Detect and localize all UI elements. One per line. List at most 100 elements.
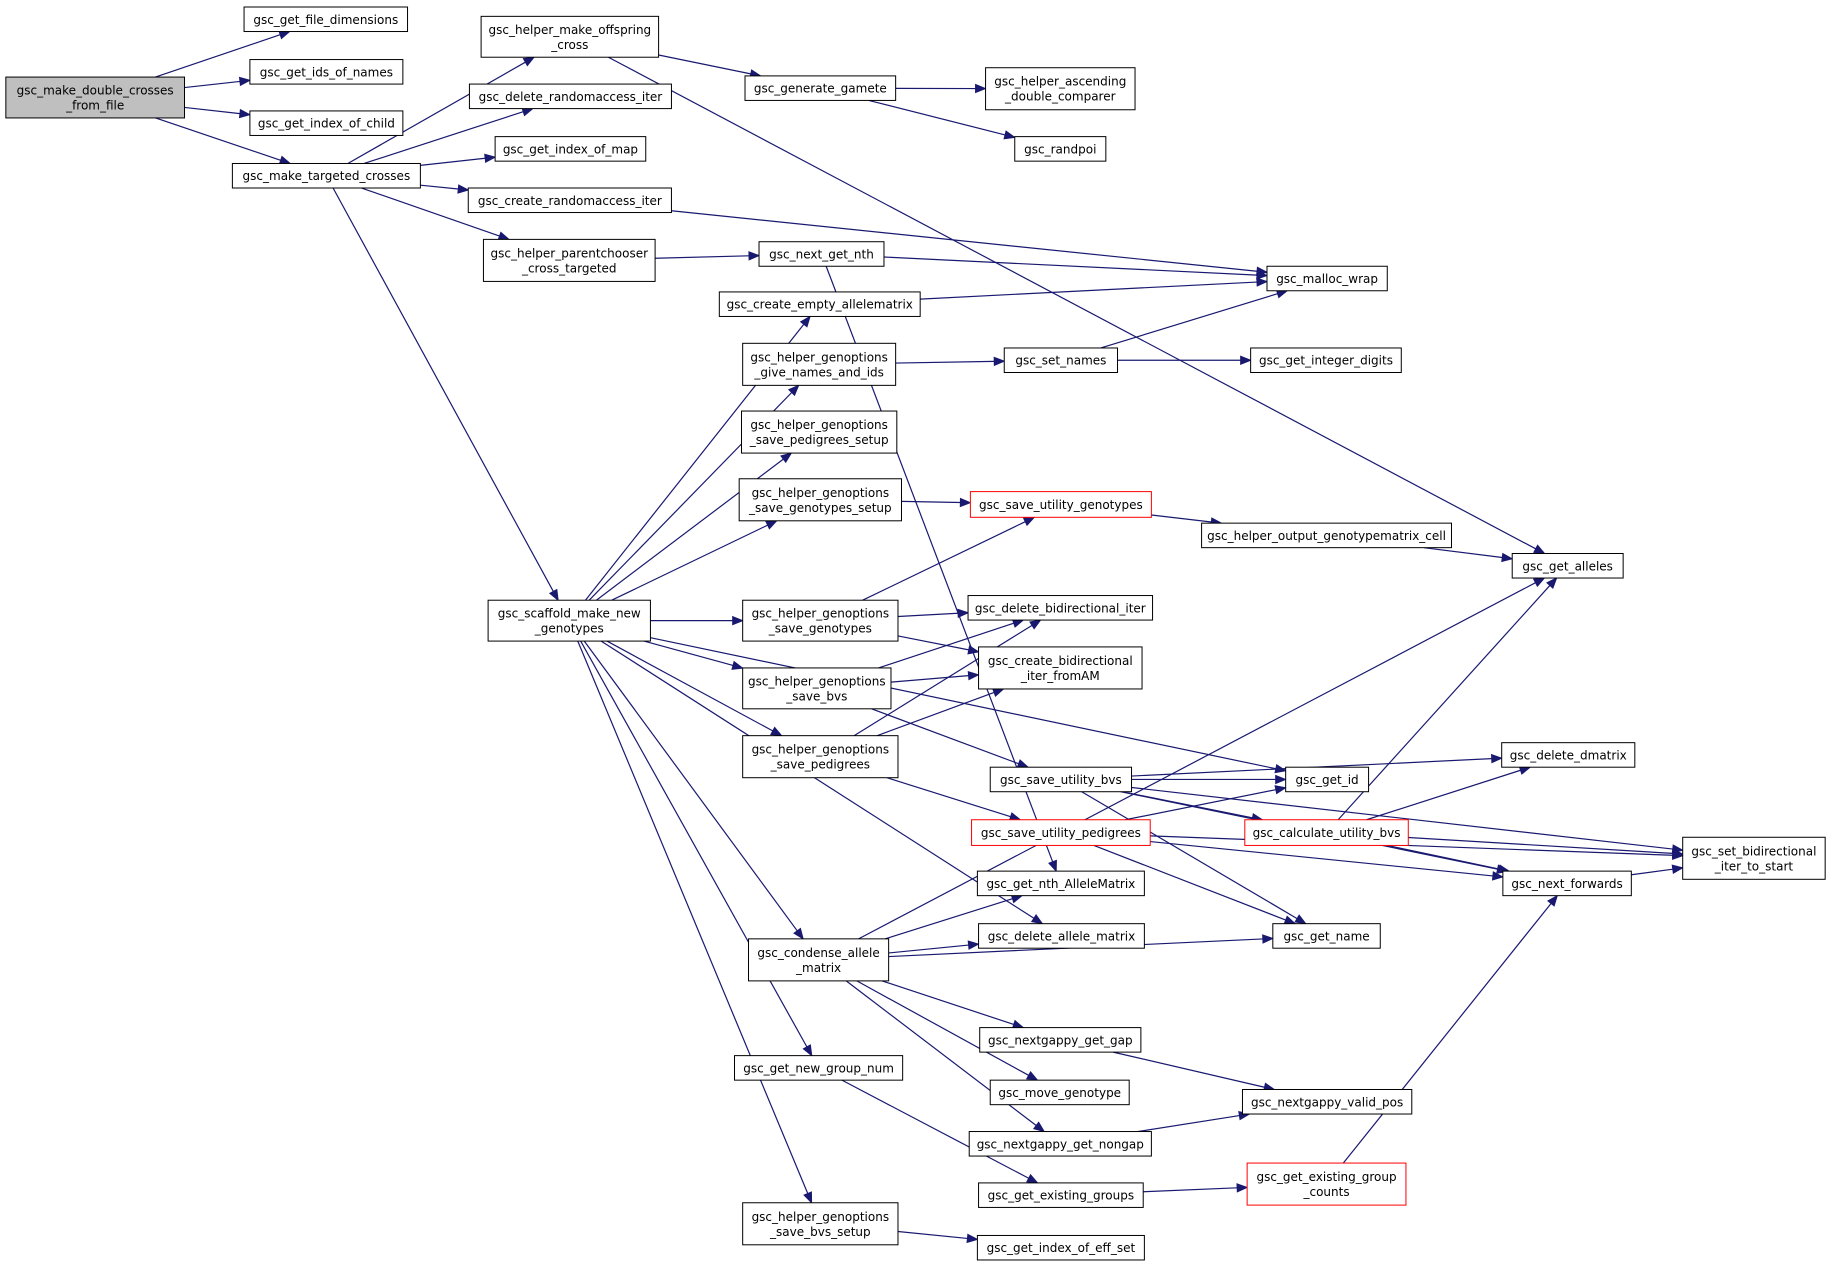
- node-del-bidir[interactable]: gsc_delete_bidirectional_iter: [967, 595, 1154, 621]
- node-label: gsc_create_bidirectional: [988, 654, 1133, 668]
- node-malloc[interactable]: gsc_malloc_wrap: [1266, 265, 1388, 292]
- node-targeted[interactable]: gsc_make_targeted_crosses: [231, 162, 421, 189]
- node-ped-setup[interactable]: gsc_helper_genoptions_save_pedigrees_set…: [741, 410, 898, 454]
- node-label: gsc_get_nth_AlleleMatrix: [986, 877, 1135, 891]
- node-set-names[interactable]: gsc_set_names: [1003, 347, 1119, 374]
- node-box: [742, 667, 892, 710]
- node-label: gsc_next_forwards: [1511, 877, 1622, 891]
- node-label: gsc_save_utility_pedigrees: [981, 826, 1141, 840]
- arrowhead: [278, 155, 292, 165]
- node-calc-util[interactable]: gsc_calculate_utility_bvs: [1244, 819, 1409, 846]
- node-label: gsc_calculate_utility_bvs: [1253, 826, 1401, 840]
- edge-condense-to-nth_am: [884, 898, 1013, 940]
- node-box: [734, 1055, 904, 1081]
- node-exist-counts[interactable]: gsc_get_existing_group_counts: [1246, 1162, 1407, 1206]
- node-nongap[interactable]: gsc_nextgappy_get_nongap: [968, 1131, 1152, 1157]
- node-offspring[interactable]: gsc_helper_make_offspring_cross: [480, 15, 660, 58]
- node-label: _save_pedigrees: [770, 758, 870, 772]
- node-label: _save_genotypes: [768, 622, 872, 636]
- node-gamete[interactable]: gsc_generate_gamete: [744, 75, 897, 101]
- node-box: [968, 1131, 1152, 1157]
- edge-layer: [155, 30, 1685, 1244]
- arrowhead: [967, 670, 980, 681]
- node-label: gsc_delete_randomaccess_iter: [479, 90, 663, 104]
- node-give-names[interactable]: gsc_helper_genoptions_give_names_and_ids: [742, 342, 897, 386]
- node-make-double[interactable]: gsc_make_double_crosses_from_file: [5, 76, 186, 119]
- node-condense[interactable]: gsc_condense_allele_matrix: [748, 938, 890, 982]
- node-create-rand[interactable]: gsc_create_randomaccess_iter: [467, 187, 672, 214]
- node-box: [468, 83, 672, 110]
- node-nth-am[interactable]: gsc_get_nth_AlleleMatrix: [976, 870, 1145, 897]
- node-label: _save_bvs: [785, 689, 847, 703]
- node-valid-pos[interactable]: gsc_nextgappy_valid_pos: [1241, 1088, 1413, 1115]
- node-label: gsc_nextgappy_get_gap: [988, 1033, 1133, 1047]
- node-box: [243, 6, 409, 33]
- edge-scaffold-to-save_bvs: [643, 640, 734, 667]
- arrowhead: [484, 153, 497, 164]
- node-box: [748, 938, 890, 982]
- node-next-nth[interactable]: gsc_next_get_nth: [758, 241, 885, 267]
- node-save-geno[interactable]: gsc_helper_genoptions_save_genotypes: [742, 599, 899, 642]
- node-parentchooser[interactable]: gsc_helper_parentchooser_cross_targeted: [482, 238, 656, 282]
- node-save-util-bvs[interactable]: gsc_save_utility_bvs: [989, 766, 1133, 793]
- node-label: gsc_set_names: [1015, 354, 1106, 368]
- arrowhead: [787, 384, 800, 397]
- node-geno-setup[interactable]: gsc_helper_genoptions_save_genotypes_set…: [738, 478, 902, 522]
- arrowhead: [1003, 130, 1017, 140]
- edge-condense-to-gap: [881, 980, 1014, 1026]
- node-label: gsc_condense_allele: [757, 946, 879, 960]
- node-set-bidir[interactable]: gsc_set_bidirectional_iter_to_start: [1682, 836, 1826, 880]
- node-randpoi[interactable]: gsc_randpoi: [1014, 136, 1107, 162]
- arrowhead: [731, 660, 744, 670]
- edge-save_util_ped-to-get_id: [1125, 789, 1276, 821]
- node-del-am[interactable]: gsc_delete_allele_matrix: [978, 923, 1145, 949]
- node-alleles[interactable]: gsc_get_alleles: [1511, 553, 1624, 579]
- node-label: _give_names_and_ids: [753, 365, 884, 379]
- node-scaffold[interactable]: gsc_scaffold_make_new_genotypes: [487, 599, 651, 642]
- node-box: [1501, 742, 1636, 768]
- node-create-bidir[interactable]: gsc_create_bidirectional_iter_fromAM: [978, 646, 1143, 690]
- arrowhead: [1547, 894, 1559, 907]
- node-box: [482, 238, 656, 282]
- node-eff-set[interactable]: gsc_get_index_of_eff_set: [976, 1234, 1145, 1261]
- node-save-ped[interactable]: gsc_helper_genoptions_save_pedigrees: [742, 735, 899, 779]
- arrowhead: [975, 83, 987, 94]
- node-label: gsc_get_new_group_num: [743, 1061, 894, 1075]
- node-label: gsc_delete_allele_matrix: [988, 929, 1136, 943]
- node-next-fwd[interactable]: gsc_next_forwards: [1502, 870, 1632, 897]
- node-save-util-geno[interactable]: gsc_save_utility_genotypes: [969, 491, 1152, 518]
- node-label: gsc_nextgappy_get_nongap: [977, 1137, 1144, 1151]
- node-new-group[interactable]: gsc_get_new_group_num: [734, 1055, 904, 1081]
- edge-make_double-to-ids_names: [184, 80, 241, 89]
- arrowhead: [793, 927, 804, 940]
- node-label: gsc_make_targeted_crosses: [243, 169, 411, 183]
- node-exist-groups[interactable]: gsc_get_existing_groups: [978, 1182, 1144, 1208]
- node-ids-names[interactable]: gsc_get_ids_of_names: [249, 59, 404, 85]
- edge-targeted-to-create_rand: [420, 184, 459, 190]
- node-del-dmatrix[interactable]: gsc_delete_dmatrix: [1501, 742, 1636, 768]
- node-file-dim[interactable]: gsc_get_file_dimensions: [243, 6, 409, 33]
- edge-save_geno-to-del_bidir: [897, 612, 959, 618]
- node-idx-map[interactable]: gsc_get_index_of_map: [494, 136, 647, 162]
- arrowhead: [1030, 914, 1044, 925]
- node-empty-am[interactable]: gsc_create_empty_allelematrix: [718, 291, 921, 317]
- node-gap[interactable]: gsc_nextgappy_get_gap: [979, 1027, 1142, 1053]
- node-asc-cmp[interactable]: gsc_helper_ascending_double_comparer: [985, 67, 1136, 111]
- node-get-name[interactable]: gsc_get_name: [1272, 923, 1381, 949]
- arrowhead: [991, 688, 1005, 698]
- arrowhead: [1048, 859, 1057, 873]
- edge-scaffold-to-bvs_setup: [577, 640, 809, 1194]
- node-save-util-ped[interactable]: gsc_save_utility_pedigrees: [971, 819, 1151, 846]
- node-del-rand[interactable]: gsc_delete_randomaccess_iter: [468, 83, 672, 110]
- arrowhead: [1256, 270, 1269, 280]
- node-box: [985, 67, 1136, 111]
- node-save-bvs[interactable]: gsc_helper_genoptions_save_bvs: [742, 667, 892, 710]
- node-idx-child[interactable]: gsc_get_index_of_child: [249, 110, 404, 136]
- node-out-cell[interactable]: gsc_helper_output_genotypematrix_cell: [1201, 522, 1452, 549]
- node-get-id[interactable]: gsc_get_id: [1285, 766, 1370, 793]
- node-bvs-setup[interactable]: gsc_helper_genoptions_save_bvs_setup: [742, 1202, 899, 1246]
- node-label: _matrix: [795, 961, 841, 975]
- node-int-digits[interactable]: gsc_get_integer_digits: [1250, 347, 1402, 374]
- node-move-geno[interactable]: gsc_move_genotype: [989, 1079, 1130, 1106]
- node-label: gsc_get_integer_digits: [1259, 354, 1393, 368]
